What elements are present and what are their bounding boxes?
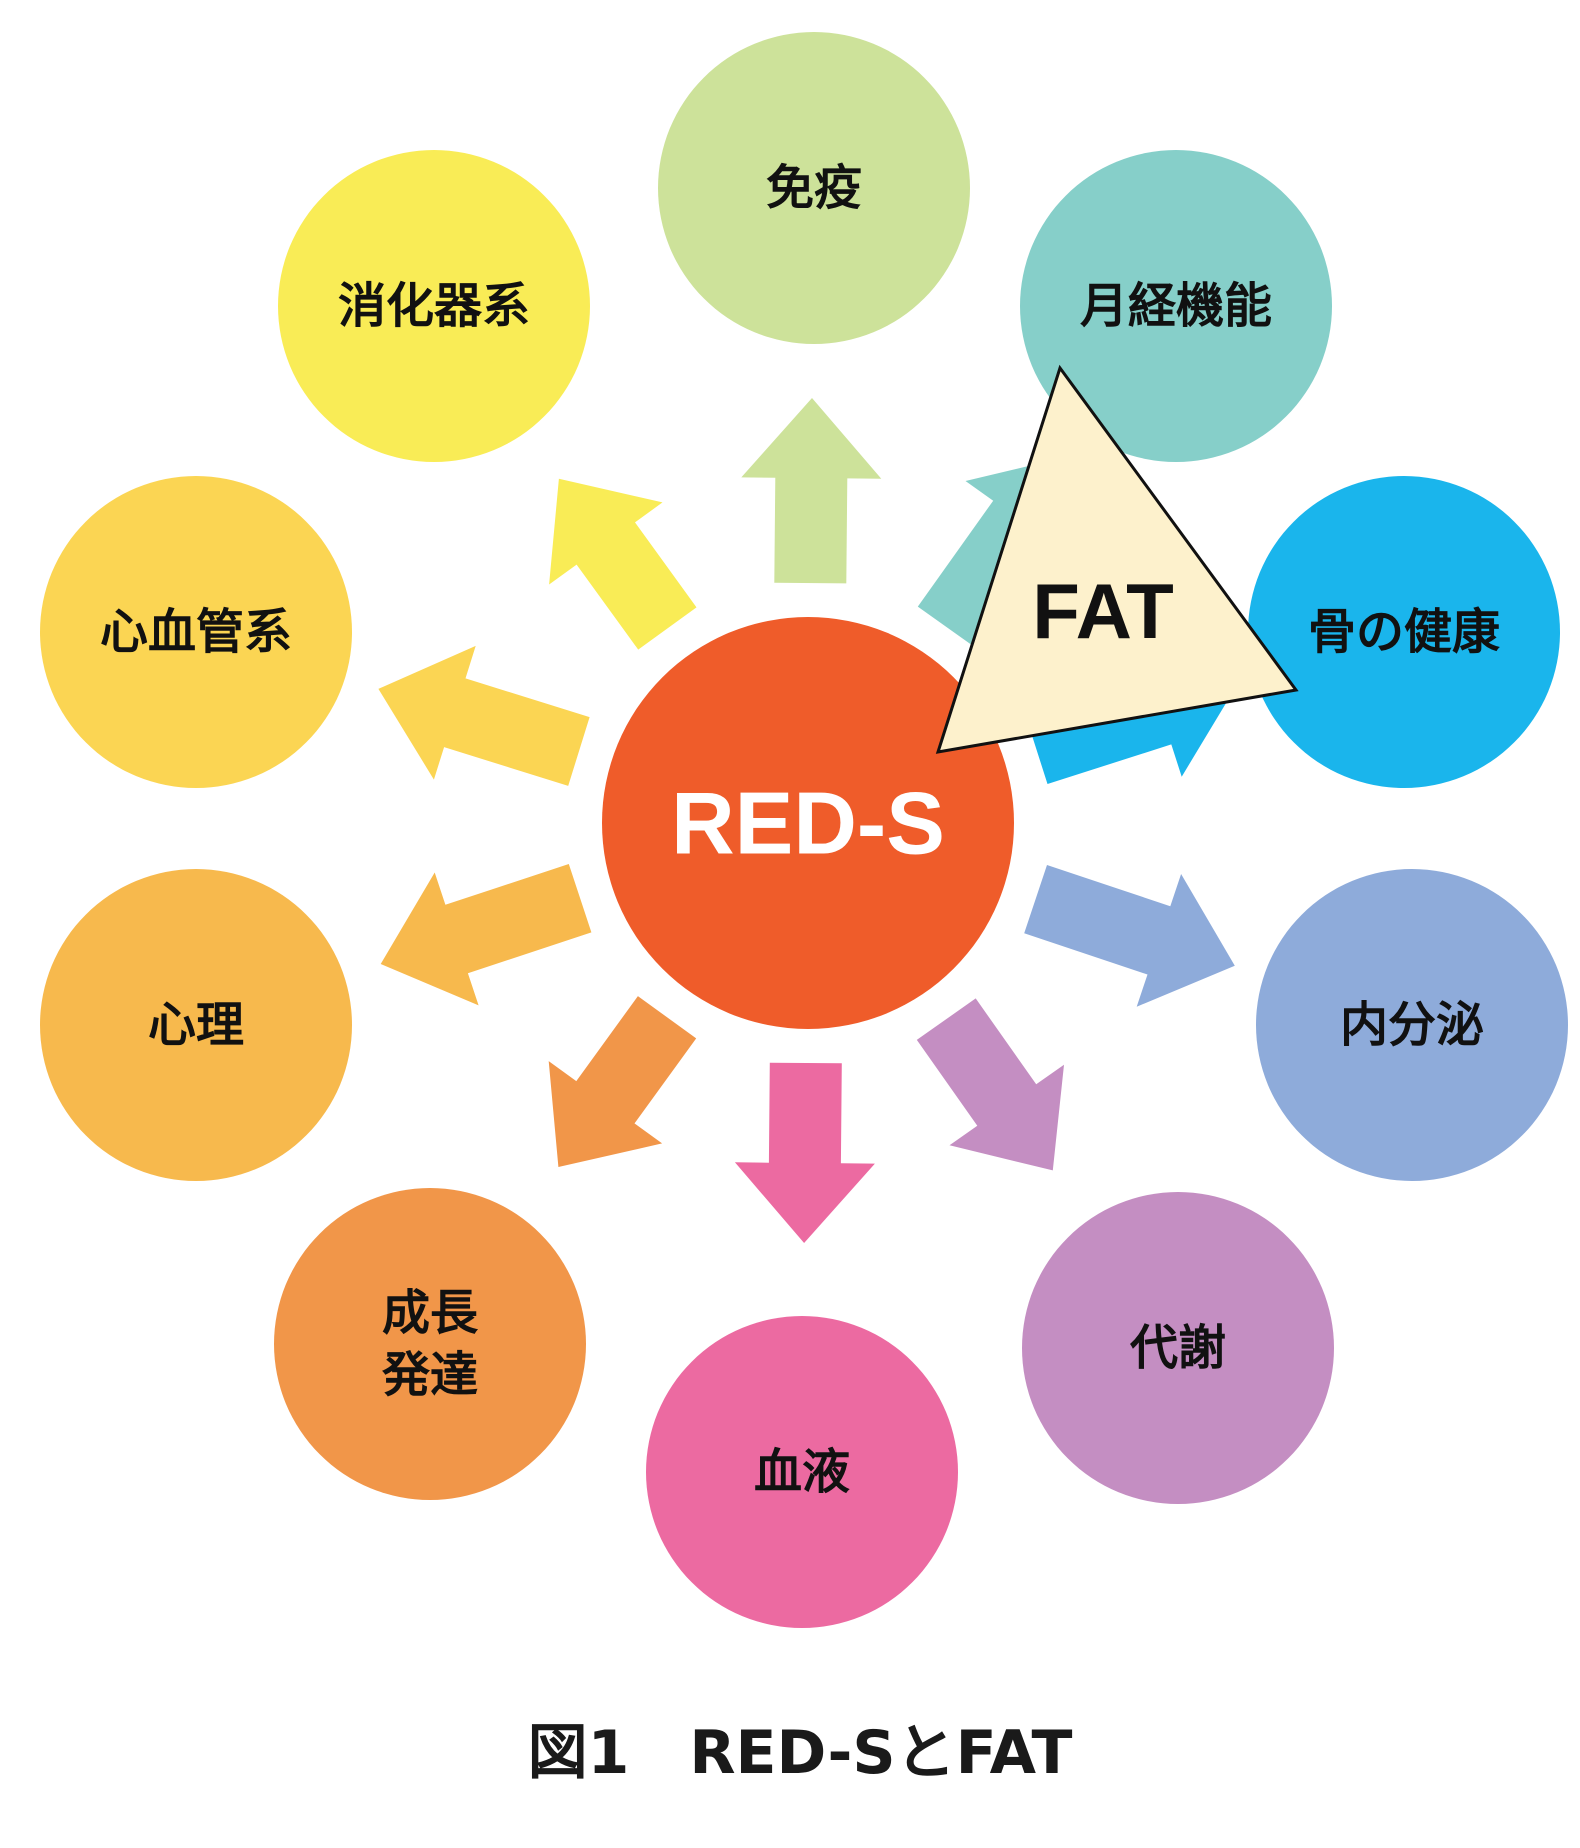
node-label-immunity: 免疫 <box>766 160 862 216</box>
fat-triangle <box>935 364 1299 754</box>
node-label-digestive: 消化器系 <box>338 278 530 334</box>
node-label-metabolism: 代謝 <box>1129 1320 1226 1376</box>
arrow-growth <box>548 996 697 1167</box>
node-label-endocrine: 内分泌 <box>1340 997 1484 1053</box>
center-node: RED-S <box>602 617 1014 1029</box>
node-immunity: 免疫 <box>658 32 970 344</box>
node-circle-digestive <box>278 150 590 462</box>
node-circle-cardiovascular <box>40 476 352 788</box>
node-label-cardiovascular: 心血管系 <box>100 604 292 660</box>
node-psychology: 心理 <box>40 869 352 1181</box>
figure-caption: 図1 RED-SとFAT <box>528 1718 1073 1788</box>
node-label-menstrual: 月経機能 <box>1080 278 1272 334</box>
node-circle-immunity <box>658 32 970 344</box>
node-label-growth: 発達 <box>382 1347 478 1403</box>
node-digestive: 消化器系 <box>278 150 590 462</box>
node-label-bone: 骨の健康 <box>1308 604 1500 660</box>
node-label-blood: 血液 <box>754 1444 850 1500</box>
node-blood: 血液 <box>646 1316 958 1628</box>
node-cardiovascular: 心血管系 <box>40 476 352 788</box>
fat-label: FAT <box>1032 567 1174 655</box>
node-menstrual: 月経機能 <box>1020 150 1332 462</box>
node-circle-metabolism <box>1022 1192 1334 1504</box>
fat-triangle-group: FAT <box>935 364 1299 754</box>
node-circle-menstrual <box>1020 150 1332 462</box>
node-endocrine: 内分泌 <box>1256 869 1568 1181</box>
node-label-psychology: 心理 <box>148 997 244 1053</box>
node-circle-blood <box>646 1316 958 1628</box>
arrow-digestive <box>549 478 697 650</box>
node-label-growth: 成長 <box>382 1285 479 1341</box>
arrow-immunity <box>741 398 882 584</box>
node-circle-growth <box>274 1188 586 1500</box>
arrow-cardiovascular <box>378 645 590 786</box>
node-bone: 骨の健康 <box>1248 476 1560 788</box>
arrow-metabolism <box>916 998 1064 1171</box>
node-circle-bone <box>1248 476 1560 788</box>
center-label: RED-S <box>671 774 945 873</box>
arrow-psychology <box>380 864 592 1006</box>
center-circle <box>602 617 1014 1029</box>
arrow-blood <box>734 1062 875 1243</box>
node-metabolism: 代謝 <box>1022 1192 1334 1504</box>
arrow-endocrine <box>1024 865 1235 1007</box>
node-circle-psychology <box>40 869 352 1181</box>
node-circle-endocrine <box>1256 869 1568 1181</box>
